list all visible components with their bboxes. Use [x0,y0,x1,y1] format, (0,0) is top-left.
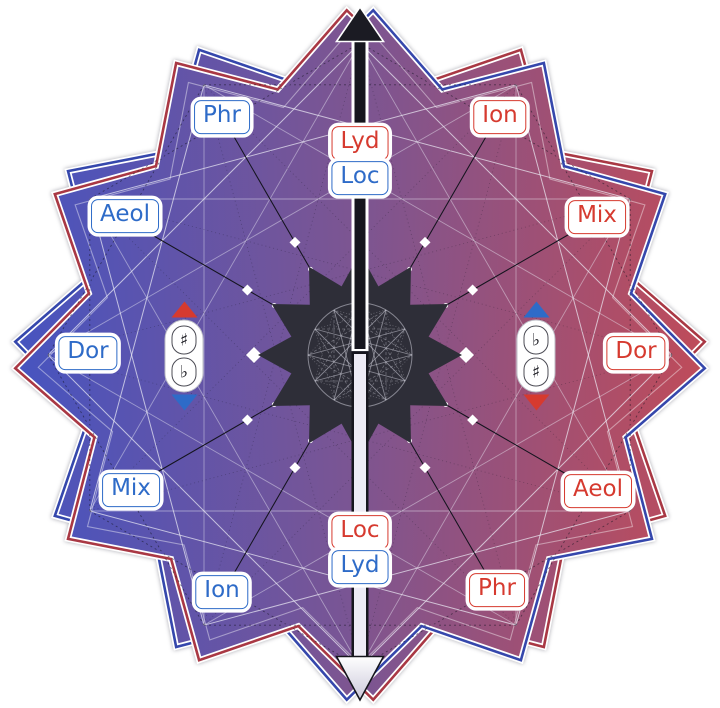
mode-chip-lyd-bottom: Lyd [331,550,389,584]
flatward-triangle-icon [171,394,197,411]
accidental-badge-right: ♭ ♯ [516,301,556,411]
flat-icon: ♭ [523,325,549,355]
mode-chip-dor-right: Dor [606,336,666,370]
sharp-icon: ♯ [523,357,549,387]
mode-chip-loc-bottom: Loc [331,515,389,549]
mode-chip-ion-upper-right: Ion [473,100,527,134]
mode-chip-ion-lower-left: Ion [195,575,249,609]
mode-chip-dor-left: Dor [58,336,118,370]
mode-chip-lyd-top: Lyd [331,126,389,160]
sharp-icon: ♯ [171,325,197,355]
up-arrow-icon [334,5,386,43]
mode-chip-mix-left-lower: Mix [102,473,160,507]
mode-chip-loc-top: Loc [331,161,389,195]
accidental-capsule: ♯ ♭ [164,319,204,393]
sharpward-triangle-icon [523,394,549,411]
mode-chip-aeol-left-upper: Aeol [91,199,159,233]
mode-chip-mix-right-upper: Mix [568,200,626,234]
accidental-capsule: ♭ ♯ [516,319,556,393]
mode-chip-aeol-right-lower: Aeol [564,474,632,508]
accidental-badge-left: ♯ ♭ [164,301,204,411]
mode-chip-phr-upper-left: Phr [194,100,250,134]
down-arrow-icon [335,655,385,702]
mode-chip-phr-lower-right: Phr [469,573,525,607]
flatward-triangle-icon [523,301,549,318]
flat-icon: ♭ [171,357,197,387]
sharpward-triangle-icon [171,301,197,318]
